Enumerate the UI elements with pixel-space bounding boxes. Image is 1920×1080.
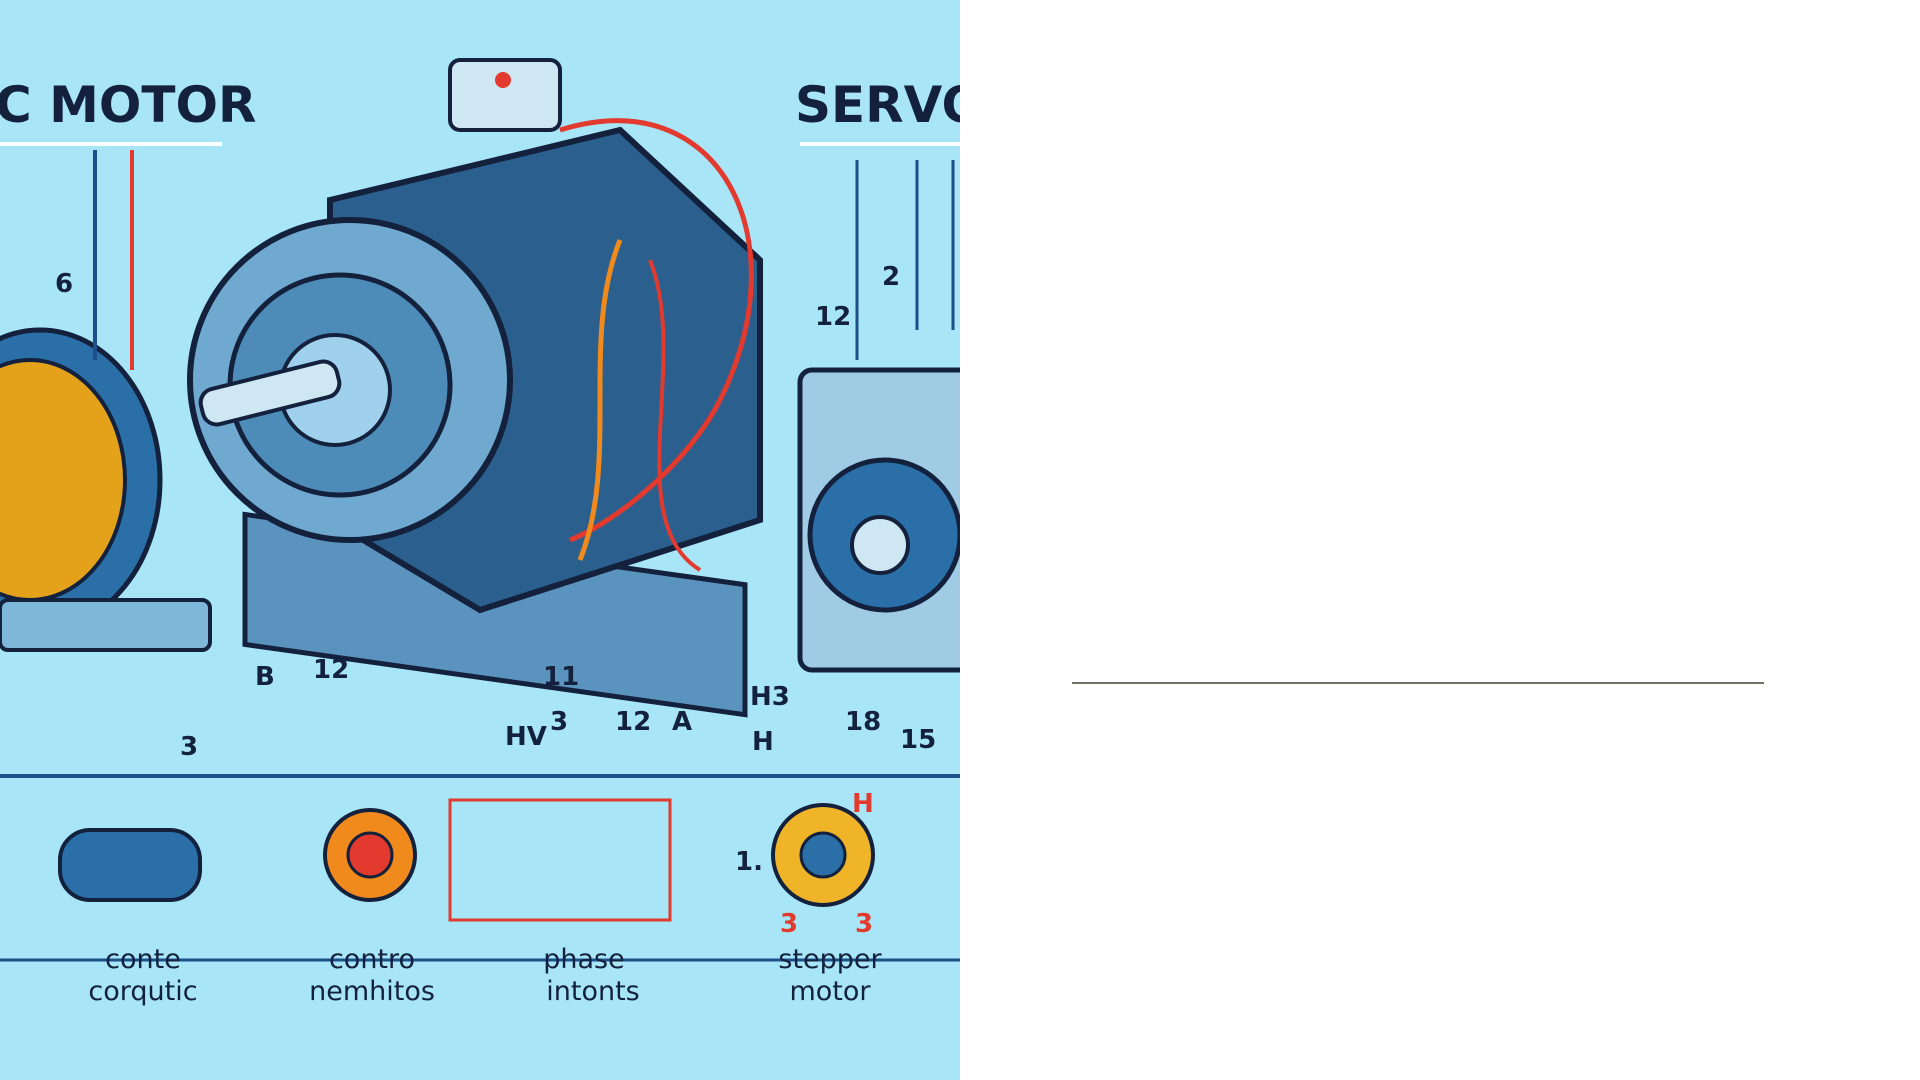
num-label: 3 xyxy=(855,909,873,939)
motor-illustration: C MOTOR SERVO 6 12 2 B 12 11 3 12 A xyxy=(0,0,960,1080)
caption-line: conte xyxy=(105,944,181,975)
num-label: H xyxy=(852,789,874,819)
num-label: H3 xyxy=(750,682,790,712)
title-left: C MOTOR xyxy=(0,76,256,134)
num-label: 12 xyxy=(615,707,651,737)
num-label: B xyxy=(255,662,275,692)
num-label: 18 xyxy=(845,707,881,737)
num-label: 11 xyxy=(543,662,579,692)
motor-diagram-image: C MOTOR SERVO 6 12 2 B 12 11 3 12 A xyxy=(0,58,960,1007)
num-label: 2 xyxy=(882,262,900,292)
caption-line: motor xyxy=(789,976,871,1007)
caption-line: contro xyxy=(329,944,415,975)
num-label: 3 xyxy=(180,732,198,762)
num-label: 12 xyxy=(313,655,349,685)
caption-line: corqutic xyxy=(88,976,197,1007)
num-label: 15 xyxy=(900,725,936,755)
title-right: SERVO xyxy=(795,76,960,134)
caption-line: nemhitos xyxy=(309,976,435,1007)
num-label: 3 xyxy=(780,909,798,939)
num-label: H xyxy=(752,727,774,757)
caption-line: intonts xyxy=(546,976,640,1007)
num-label: 3 xyxy=(550,707,568,737)
num-label: A xyxy=(672,707,692,737)
caption-line: stepper xyxy=(778,944,882,975)
horizontal-divider xyxy=(1072,682,1764,684)
num-label: 1. xyxy=(735,847,763,877)
num-label: 6 xyxy=(55,269,73,299)
caption-line: phase xyxy=(543,944,624,975)
num-label: 12 xyxy=(815,302,851,332)
num-label: HV xyxy=(505,722,547,752)
